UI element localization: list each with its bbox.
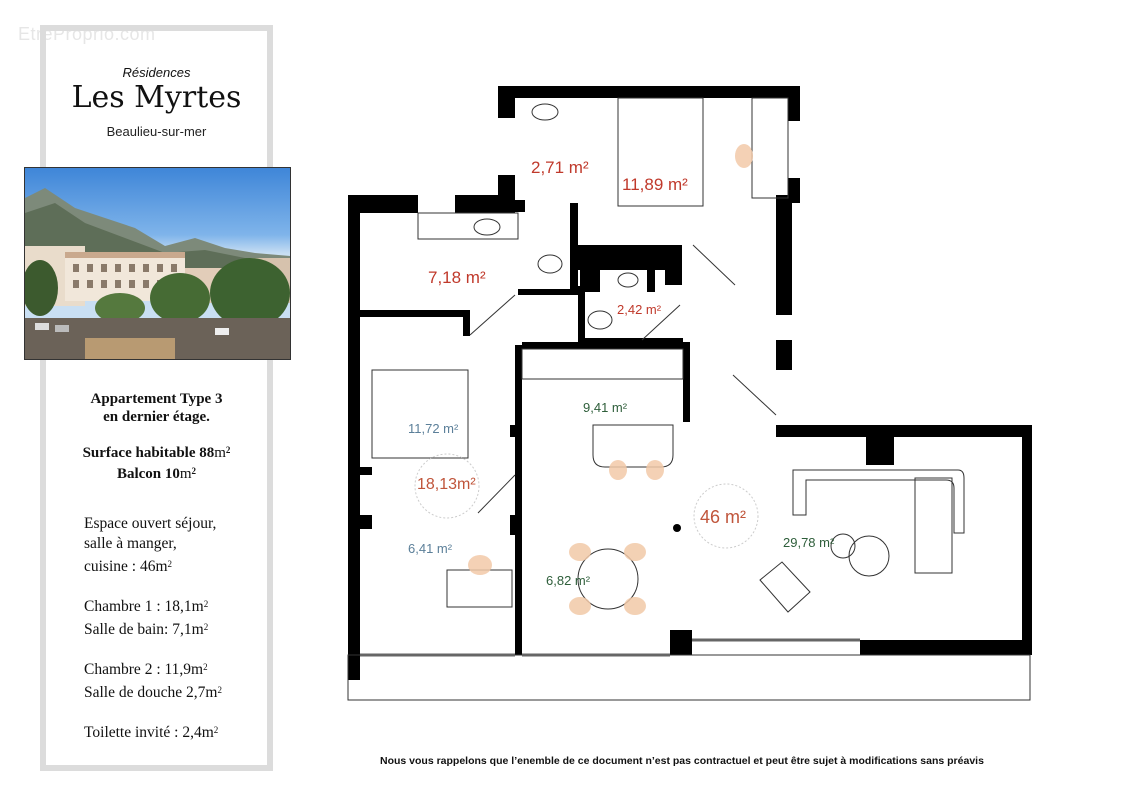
disclaimer: Nous vous rappelons que l’enemble de ce … bbox=[380, 755, 984, 767]
unit-sup: 2 bbox=[217, 685, 222, 695]
unit: m bbox=[179, 466, 192, 482]
unit: m bbox=[205, 684, 218, 701]
surface-value: Surface habitable 88 bbox=[82, 445, 215, 461]
chambre-1: Chambre 1 : 18,1m2 bbox=[84, 594, 222, 617]
area-chambre-1-total: 18,13m² bbox=[417, 476, 476, 493]
unit-sup: 2 bbox=[203, 599, 209, 609]
unit: m bbox=[201, 724, 214, 741]
unit-sup: 2 bbox=[191, 466, 197, 476]
walls bbox=[348, 86, 1032, 680]
chairs bbox=[468, 144, 753, 615]
salle-de-bain: Salle de bain: 7,1m2 bbox=[84, 617, 222, 640]
area-sejour-total: 46 m² bbox=[700, 507, 747, 527]
area-circles bbox=[414, 453, 759, 549]
salle-de-douche-value: Salle de douche 2,7 bbox=[84, 684, 206, 701]
salle-de-bain-value: Salle de bain: 7,1 bbox=[84, 621, 192, 638]
open-space-line-3: cuisine : 46m2 bbox=[84, 554, 222, 577]
toilette-value: Toilette invité : 2,4 bbox=[84, 724, 202, 741]
unit: m bbox=[155, 558, 168, 575]
residence-photo bbox=[24, 167, 291, 360]
city-label: Beaulieu-sur-mer bbox=[106, 124, 207, 139]
chambre-2-value: Chambre 2 : 11,9 bbox=[84, 661, 192, 678]
unit-sup: 2 bbox=[203, 662, 208, 672]
unit: m bbox=[214, 445, 226, 461]
unit: m bbox=[191, 661, 204, 678]
column-dot bbox=[673, 524, 681, 532]
unit-sup: 2 bbox=[225, 445, 231, 455]
apartment-type: Appartement Type 3 en dernier étage. bbox=[40, 390, 273, 426]
room-details: Espace ouvert séjour, salle à manger, cu… bbox=[84, 514, 222, 743]
surface-habitable: Surface habitable 88m2 bbox=[40, 441, 273, 462]
fixtures bbox=[347, 97, 1031, 701]
residences-label: Résidences bbox=[122, 65, 191, 80]
area-chambre-1-lit: 11,72 m² bbox=[408, 421, 459, 436]
unit-sup: 2 bbox=[167, 559, 173, 569]
unit: m bbox=[191, 621, 204, 638]
area-salle-de-bain: 7,18 m² bbox=[428, 268, 486, 287]
area-chambre-2: 11,89 m² bbox=[622, 175, 688, 194]
area-salon: 29,78 m² bbox=[783, 535, 835, 550]
open-space-line-2: salle à manger, bbox=[84, 535, 177, 552]
type-line-2: en dernier étage. bbox=[103, 409, 210, 425]
area-wc: 2,42 m² bbox=[617, 302, 662, 317]
area-douche: 2,71 m² bbox=[531, 158, 589, 177]
type-line-1: Appartement Type 3 bbox=[90, 391, 223, 407]
open-space-line-1: Espace ouvert séjour, bbox=[84, 515, 217, 532]
unit: m bbox=[191, 598, 204, 615]
area-cuisine: 9,41 m² bbox=[583, 400, 628, 415]
balcon-value: Balcon 10 bbox=[116, 466, 180, 482]
chambre-2: Chambre 2 : 11,9m2 bbox=[84, 657, 222, 680]
toilette-invite: Toilette invité : 2,4m2 bbox=[84, 720, 222, 743]
salle-de-douche: Salle de douche 2,7m2 bbox=[84, 680, 222, 703]
open-space-value: cuisine : 46 bbox=[84, 558, 156, 575]
unit-sup: 2 bbox=[213, 725, 219, 735]
info-panel-frame bbox=[40, 25, 273, 771]
residence-title: Les Myrtes bbox=[71, 80, 242, 115]
unit-sup: 2 bbox=[203, 622, 209, 632]
balcon: Balcon 10m2 bbox=[40, 462, 273, 483]
area-bureau: 6,41 m² bbox=[408, 541, 453, 556]
surface-info: Surface habitable 88m2 Balcon 10m2 bbox=[40, 441, 273, 483]
area-salle-a-manger: 6,82 m² bbox=[546, 573, 591, 588]
chambre-1-value: Chambre 1 : 18,1 bbox=[84, 598, 192, 615]
